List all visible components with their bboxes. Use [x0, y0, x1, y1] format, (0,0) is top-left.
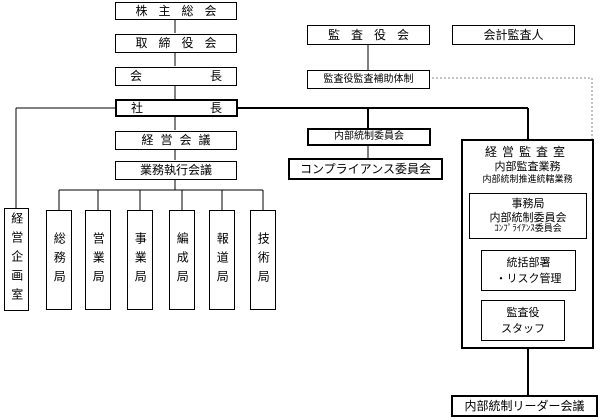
compliance-committee-box: コンプライアンス委員会	[288, 158, 443, 180]
dept-planning-office: 経営企画室	[4, 208, 29, 311]
chairman-label-b: 長	[209, 69, 222, 84]
audit-office-title: 経営監査室	[484, 145, 570, 159]
dept-business: 事業局	[127, 210, 153, 310]
chairman-label-a: 会	[130, 69, 143, 84]
board-of-directors-box: 取締役会	[115, 34, 237, 53]
internal-control-committee-box: 内部統制委員会	[307, 128, 431, 146]
audit-office-line1: 内部監査業務	[494, 160, 561, 174]
auditor-staff-box: 監査役 スタッフ	[481, 300, 565, 341]
control-dept-line1: 統括部署	[506, 255, 551, 269]
management-council-box: 経営会議	[115, 131, 237, 150]
secretariat-line3: ｺﾝﾌﾟﾗｲｱﾝｽ委員会	[494, 223, 562, 234]
secretariat-line1: 事務局	[511, 197, 545, 211]
auditor-staff-line1: 監査役	[506, 305, 540, 319]
secretariat-box: 事務局 内部統制委員会 ｺﾝﾌﾟﾗｲｱﾝｽ委員会	[469, 193, 587, 239]
dept-sales: 営業局	[85, 210, 111, 310]
audit-office-line2: 内部統制推進統轄業務	[482, 174, 573, 185]
president-label-b: 長	[209, 100, 222, 115]
accounting-auditor-box: 会計監査人	[452, 25, 575, 45]
audit-support-box: 監査役監査補助体制	[307, 70, 430, 89]
dept-general-affairs: 総務局	[46, 210, 72, 310]
president-box: 社 長	[115, 99, 238, 117]
control-dept-line2: ・リスク管理	[495, 272, 562, 285]
internal-control-leader-meeting-box: 内部統制リーダー会議	[451, 395, 598, 417]
executive-council-box: 業務執行会議	[115, 161, 237, 180]
president-label-a: 社	[131, 100, 144, 115]
secretariat-line2: 内部統制委員会	[489, 210, 567, 224]
dept-technology: 技術局	[250, 210, 276, 310]
chairman-box: 会 長	[115, 67, 237, 86]
dept-news: 報道局	[209, 210, 235, 310]
control-department-box: 統括部署 ・リスク管理	[481, 250, 576, 291]
audit-board-box: 監査役会	[307, 25, 430, 45]
dept-programming: 編成局	[169, 210, 195, 310]
auditor-staff-line2: スタッフ	[501, 322, 545, 335]
shareholders-meeting-box: 株主総会	[115, 2, 237, 20]
